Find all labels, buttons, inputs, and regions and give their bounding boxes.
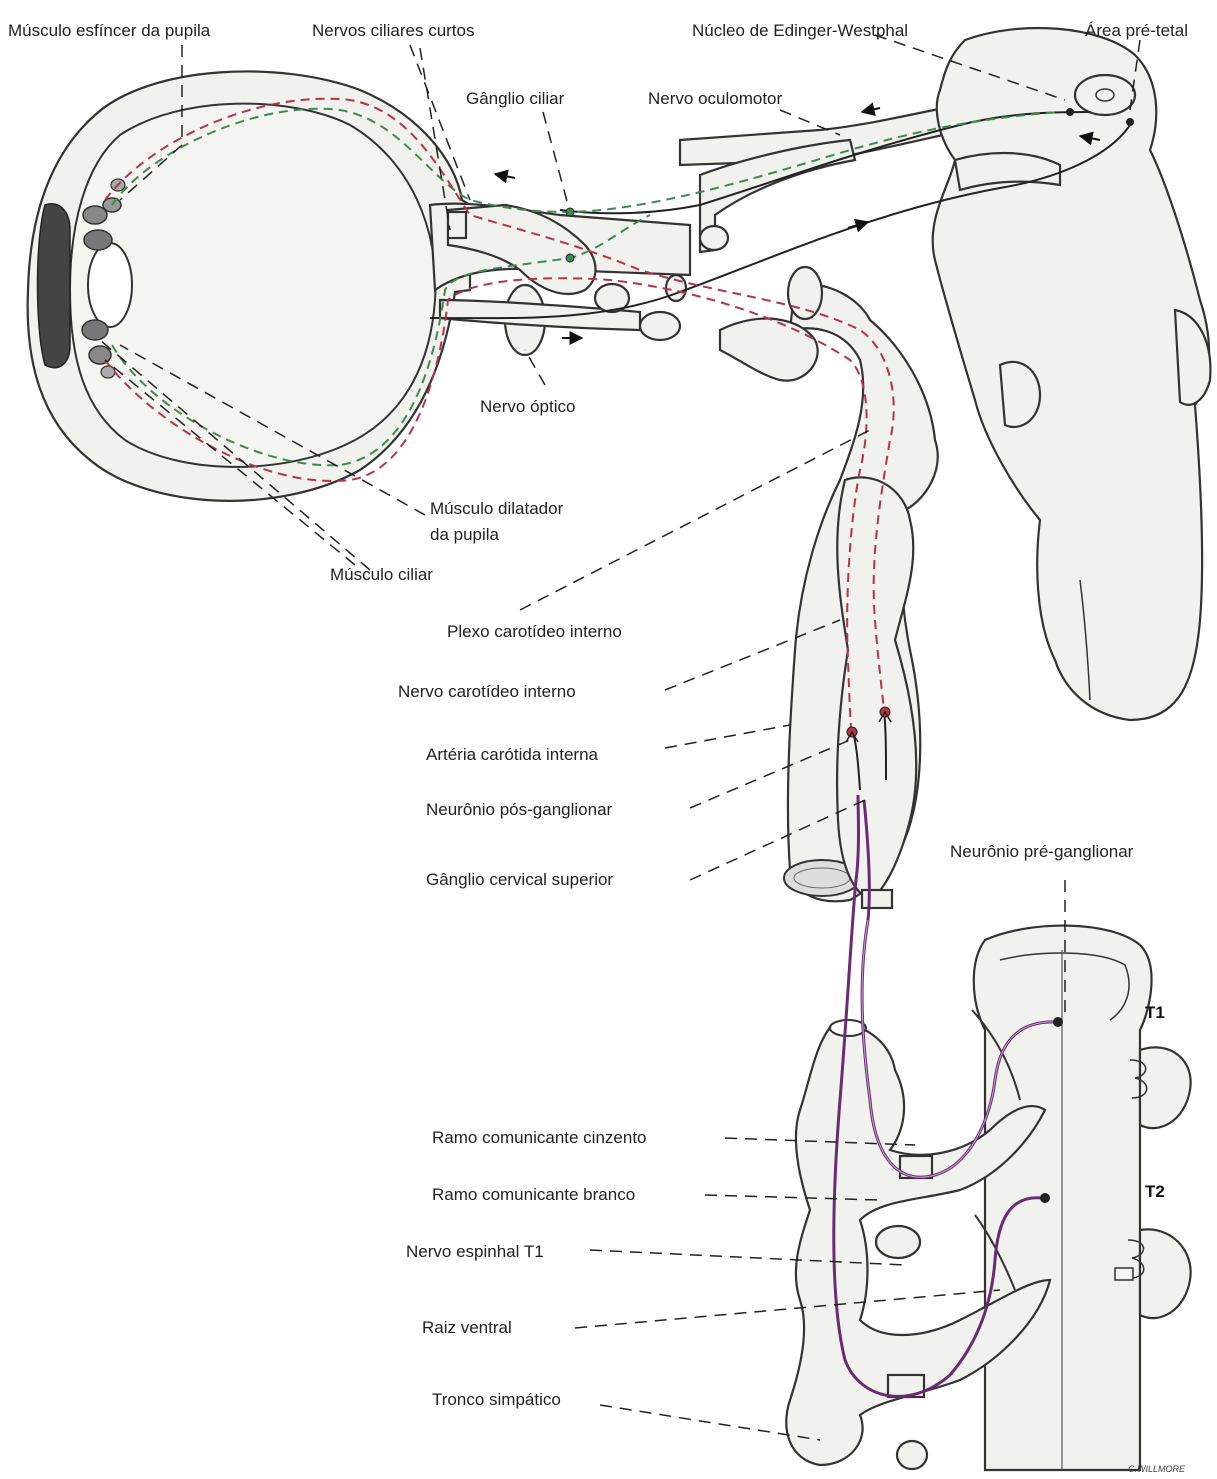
label-sphincter-muscle: Músculo esfíncer da pupila xyxy=(8,21,211,40)
label-preganglionic-neuron: Neurônio pré-ganglionar xyxy=(950,842,1134,861)
label-t1: T1 xyxy=(1145,1003,1165,1022)
arrow-icon xyxy=(495,174,515,178)
ciliary-ganglion-cell-icon xyxy=(566,208,574,216)
label-dilator-muscle-line1: Músculo dilatador xyxy=(430,499,564,518)
preganglionic-cell-body-icon xyxy=(1053,1017,1063,1027)
label-t2: T2 xyxy=(1145,1182,1165,1201)
label-sympathetic-trunk: Tronco simpático xyxy=(432,1390,561,1409)
arrow-icon xyxy=(862,108,880,112)
label-edinger-westphal: Núcleo de Edinger-Westphal xyxy=(692,21,908,40)
artist-signature: C.WILLMORE xyxy=(1128,1464,1186,1474)
label-optic-nerve: Nervo óptico xyxy=(480,397,575,416)
label-carotid-artery: Artéria carótida interna xyxy=(426,745,599,764)
label-carotid-nerve: Nervo carotídeo interno xyxy=(398,682,576,701)
label-postganglionic-neuron: Neurônio pós-ganglionar xyxy=(426,800,613,819)
pupil-icon xyxy=(88,243,132,327)
label-gray-ramus: Ramo comunicante cinzento xyxy=(432,1128,647,1147)
label-cervical-ganglion: Gânglio cervical superior xyxy=(426,870,613,889)
label-ventral-root: Raiz ventral xyxy=(422,1318,512,1337)
superior-cervical-ganglion xyxy=(837,477,916,900)
label-spinal-nerve-t1: Nervo espinhal T1 xyxy=(406,1242,544,1261)
label-ciliary-muscle: Músculo ciliar xyxy=(330,565,433,584)
edinger-westphal-nucleus-icon xyxy=(1066,108,1074,116)
spinal-nerve-cut-icon xyxy=(876,1226,920,1258)
arrow-icon xyxy=(848,222,868,228)
brainstem xyxy=(933,28,1211,720)
eyeball xyxy=(28,71,470,500)
label-white-ramus: Ramo comunicante branco xyxy=(432,1185,635,1204)
label-carotid-plexus: Plexo carotídeo interno xyxy=(447,622,622,641)
iris-icon xyxy=(38,204,71,368)
label-short-ciliary-nerves: Nervos ciliares curtos xyxy=(312,21,475,40)
label-oculomotor-nerve: Nervo oculomotor xyxy=(648,89,783,108)
label-dilator-muscle-line2: da pupila xyxy=(430,525,500,544)
label-pretectal-area: Área pré-tetal xyxy=(1085,21,1188,40)
label-ciliary-ganglion: Gânglio ciliar xyxy=(466,89,565,108)
